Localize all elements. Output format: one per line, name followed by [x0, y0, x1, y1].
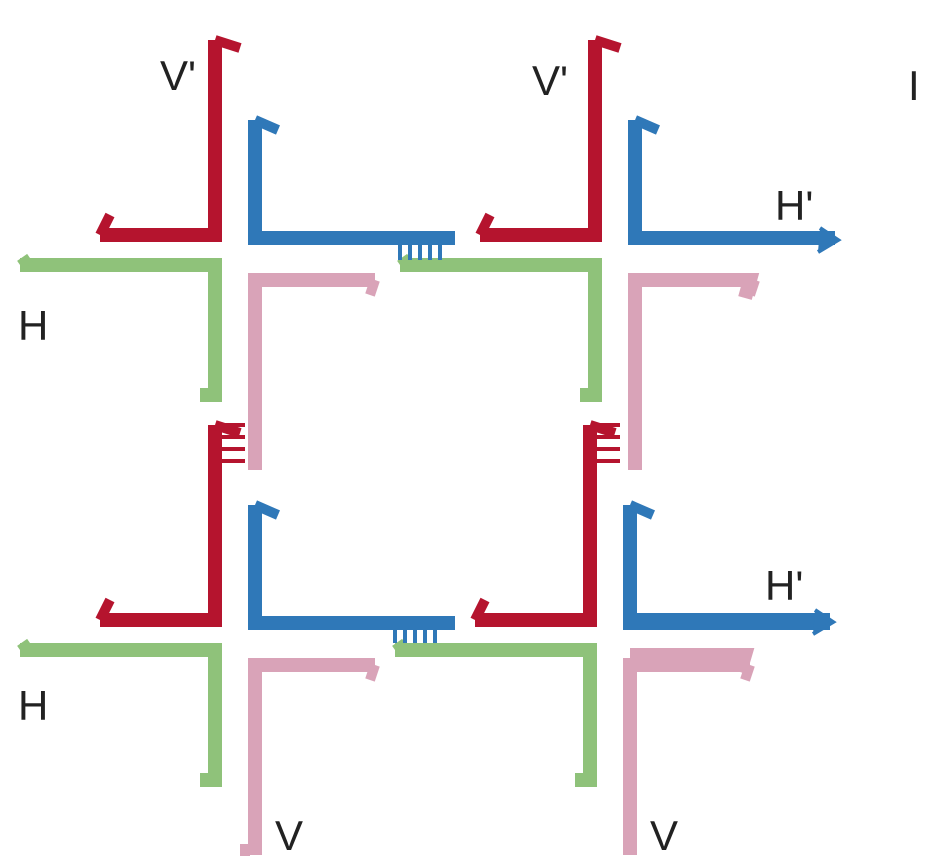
tile-bottom-left	[20, 425, 455, 855]
blue-arrow-top-head	[816, 226, 842, 254]
blue-arrow-bottom-head	[811, 608, 837, 636]
junction-ticks-right	[597, 423, 620, 463]
tile-top-left	[20, 40, 455, 470]
label-corner: I	[908, 62, 920, 109]
label-v-right: V	[650, 812, 678, 859]
junction-ticks-top	[398, 245, 442, 260]
tile-bottom-right	[395, 425, 830, 855]
tile-top-right	[400, 40, 835, 470]
label-v-left: V	[275, 812, 303, 859]
pink-right-top-ext	[640, 273, 760, 300]
junction-ticks-bottom	[393, 628, 437, 643]
label-v-prime-right: V'	[532, 57, 568, 104]
junction-ticks-left	[222, 423, 245, 463]
label-h-top: H	[18, 302, 48, 349]
pink-right-bottom-ext	[630, 648, 755, 674]
label-h-bottom: H	[18, 682, 48, 729]
label-h-prime-top: H'	[775, 182, 813, 229]
label-h-prime-bottom: H'	[765, 562, 803, 609]
label-v-prime-left: V'	[160, 52, 196, 99]
